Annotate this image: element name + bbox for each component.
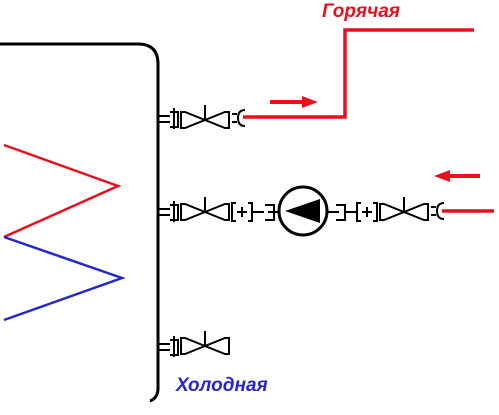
middle-branch bbox=[158, 170, 494, 237]
cold-water-label: Холодная bbox=[176, 375, 268, 396]
gate-valve-icon bbox=[180, 105, 230, 129]
gate-valve-icon bbox=[180, 331, 230, 355]
hot-water-label: Горячая bbox=[322, 1, 400, 22]
tank-outline bbox=[0, 42, 160, 403]
union-fitting-icon bbox=[236, 109, 246, 127]
flow-arrow-icon bbox=[434, 170, 480, 182]
gate-valve-icon bbox=[379, 197, 429, 221]
union-fitting-icon bbox=[232, 113, 237, 123]
union-fitting-icon bbox=[431, 206, 436, 216]
union-fitting-icon bbox=[170, 111, 179, 128]
union-fitting-icon bbox=[356, 202, 378, 222]
union-fitting-icon bbox=[170, 204, 179, 221]
top-branch bbox=[158, 28, 474, 129]
union-fitting-icon bbox=[170, 339, 179, 356]
pump-icon bbox=[277, 185, 329, 237]
coil-cold-section bbox=[3, 235, 126, 322]
union-fitting-icon bbox=[435, 202, 445, 220]
bottom-branch bbox=[158, 331, 230, 357]
coil-hot-section bbox=[3, 143, 122, 239]
hot-pipe bbox=[243, 28, 474, 119]
flow-arrow-icon bbox=[270, 96, 318, 108]
union-fitting-icon bbox=[327, 204, 346, 221]
union-fitting-icon bbox=[231, 202, 253, 222]
gate-valve-icon bbox=[180, 197, 230, 221]
